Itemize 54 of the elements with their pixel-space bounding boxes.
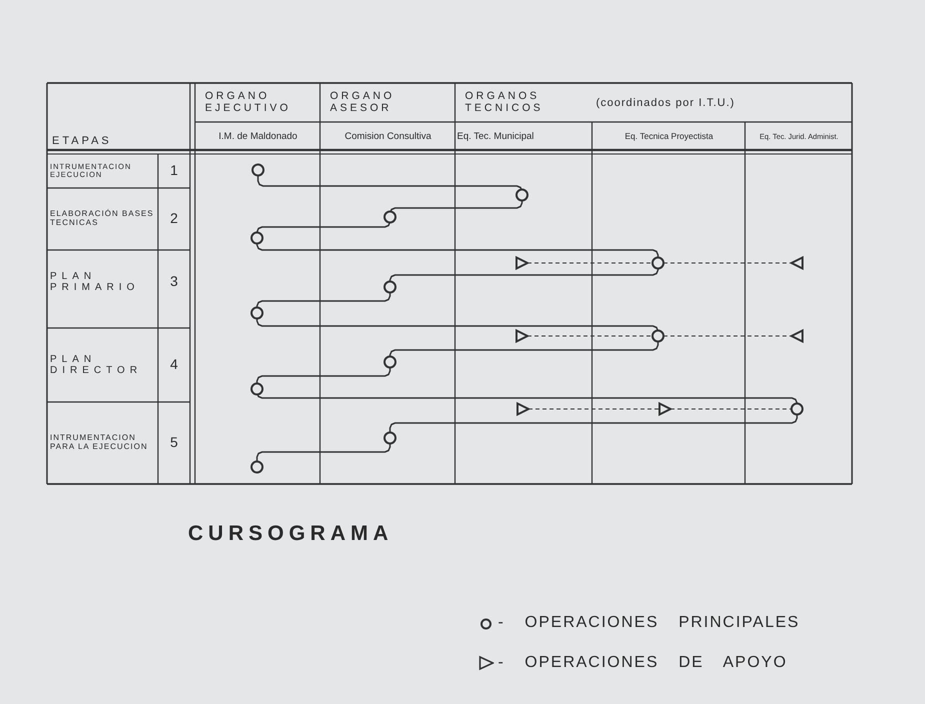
dashed-connector (528, 408, 660, 410)
flow-line (256, 444, 391, 462)
stage-name: INTRUMENTACION PARA LA EJECUCION (50, 434, 149, 452)
flow-line (389, 414, 798, 432)
dashed-connector (670, 408, 792, 410)
support-operation-triangle (789, 256, 804, 270)
flow-line (256, 243, 659, 258)
dashed-connector (527, 262, 653, 264)
flow-line (389, 342, 659, 357)
legend-text: - OPERACIONES PRINCIPALES (498, 614, 800, 632)
stage-number: 5 (170, 435, 178, 451)
stage-number: 4 (170, 357, 178, 373)
main-operation-circle (384, 210, 396, 224)
support-operation-triangle (516, 328, 530, 344)
header-note: (coordinados por I.T.U.) (596, 96, 735, 110)
main-operation-circle (252, 164, 264, 176)
stage-number: 1 (170, 163, 178, 179)
column-name: I.M. de Maldonado (218, 132, 298, 142)
main-operation-circle (384, 280, 396, 294)
main-operation-circle (652, 256, 664, 270)
flow-line (256, 392, 798, 404)
main-operation-circle (652, 330, 664, 342)
main-operation-circle (384, 356, 396, 368)
support-operation-triangle (658, 402, 673, 416)
flow-line (389, 268, 659, 282)
column-name: Eq. Tecnica Proyectista (624, 132, 714, 142)
column-name: Eq. Tec. Municipal (457, 132, 534, 142)
diagram-title: CURSOGRAMA (188, 522, 394, 546)
main-operation-circle (250, 306, 264, 320)
support-operation-triangle (516, 256, 530, 270)
stage-name: PLAN PRIMARIO (50, 271, 140, 293)
support-operation-triangle (516, 402, 531, 416)
flow-line (256, 318, 659, 332)
legend-text: - OPERACIONES DE APOYO (498, 654, 788, 672)
header-text: ORGANO EJECUTIVO (205, 91, 292, 115)
main-operation-circle (790, 402, 804, 416)
stage-number: 3 (170, 274, 178, 290)
column-name: Comision Consultiva (344, 132, 432, 142)
header-text: ORGANOS TECNICOS (465, 91, 544, 115)
dashed-connector (663, 262, 792, 264)
main-operation-circle (250, 382, 264, 396)
flow-line (256, 221, 391, 233)
main-operation-circle (250, 460, 264, 474)
main-operation-circle (384, 432, 396, 444)
flow-line (256, 368, 391, 384)
stage-name: ELABORACIÓN BASES TECNICAS (50, 210, 155, 228)
flow-line (256, 292, 391, 308)
main-operation-circle (250, 232, 264, 244)
stage-name: PLAN DIRECTOR (50, 354, 144, 376)
support-operation-triangle (789, 328, 804, 344)
main-operation-circle (516, 188, 528, 202)
header-text: ORGANO ASESOR (330, 91, 396, 115)
column-heading: ETAPAS (52, 134, 112, 148)
stage-number: 2 (170, 211, 178, 227)
